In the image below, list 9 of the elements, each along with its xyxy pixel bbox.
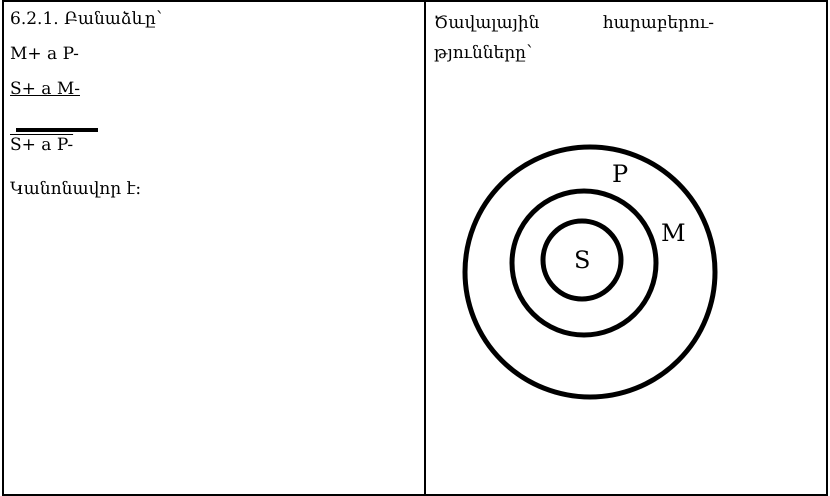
section-heading: 6.2.1. Բանաձևը՝ [10,8,162,30]
premise-text: S+ a M- [10,78,80,100]
set-letter: M [661,219,686,247]
set-letter: P [612,160,628,188]
verdict-text: Կանոնավոր է։ [10,178,142,200]
set-letter: S [574,246,590,274]
column-heading: Ծավալային հարաբերու-թյունները՝ [434,12,714,65]
conclusion-text: S+ a P- [10,134,74,156]
premise-text: M+ a P- [10,43,79,65]
